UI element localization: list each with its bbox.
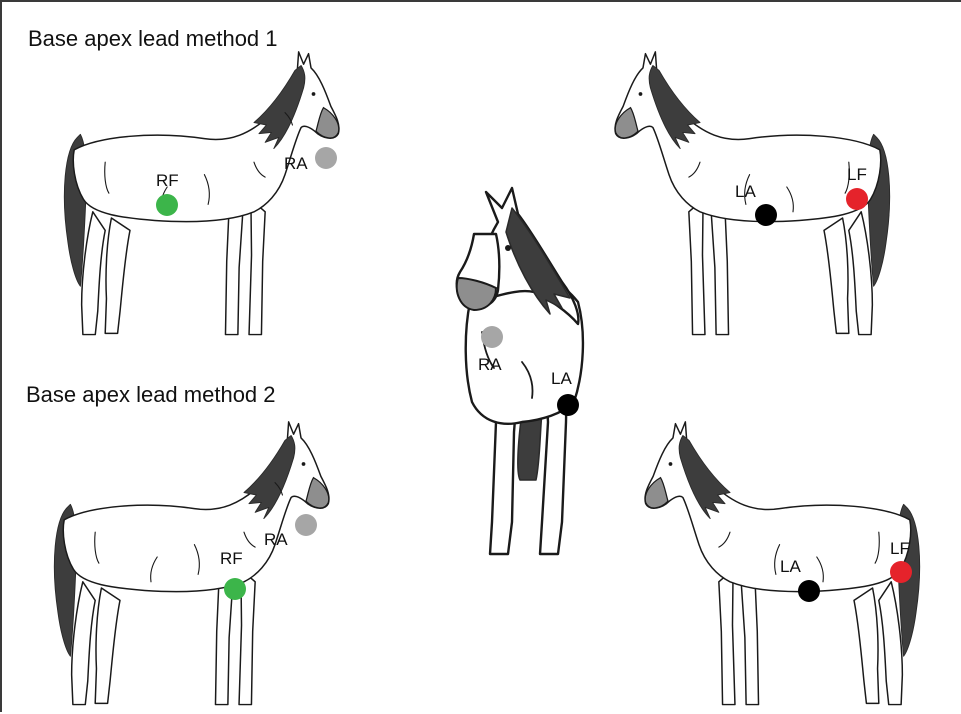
electrode-la-method1: LA bbox=[735, 182, 777, 226]
svg-text:LF: LF bbox=[890, 539, 910, 558]
electrode-ra-method1: RA bbox=[284, 147, 337, 173]
svg-text:LF: LF bbox=[847, 165, 867, 184]
electrode-rf-method1: RF bbox=[156, 171, 179, 216]
svg-text:LA: LA bbox=[735, 182, 756, 201]
svg-text:LA: LA bbox=[551, 369, 572, 388]
svg-text:LA: LA bbox=[780, 557, 801, 576]
electrode-ra-method2: RA bbox=[264, 514, 317, 549]
horse-method1-right-view bbox=[63, 51, 340, 336]
electrode-la-method2: LA bbox=[780, 557, 820, 602]
method-1-title: Base apex lead method 1 bbox=[28, 26, 278, 51]
horse-method2-right-view bbox=[53, 421, 330, 706]
electrode-rf-method2: RF bbox=[220, 549, 246, 600]
electrode-la-front: LA bbox=[551, 369, 579, 416]
svg-text:RA: RA bbox=[478, 355, 502, 374]
svg-text:RF: RF bbox=[156, 171, 179, 190]
electrode-lf-method1: LF bbox=[846, 165, 868, 210]
electrode-lf-method2: LF bbox=[890, 539, 912, 583]
svg-text:RA: RA bbox=[264, 530, 288, 549]
svg-text:RA: RA bbox=[284, 154, 308, 173]
electrode-ra-front: RA bbox=[478, 326, 503, 374]
svg-text:RF: RF bbox=[220, 549, 243, 568]
method-2-title: Base apex lead method 2 bbox=[26, 382, 276, 407]
horse-front-view bbox=[455, 186, 585, 556]
